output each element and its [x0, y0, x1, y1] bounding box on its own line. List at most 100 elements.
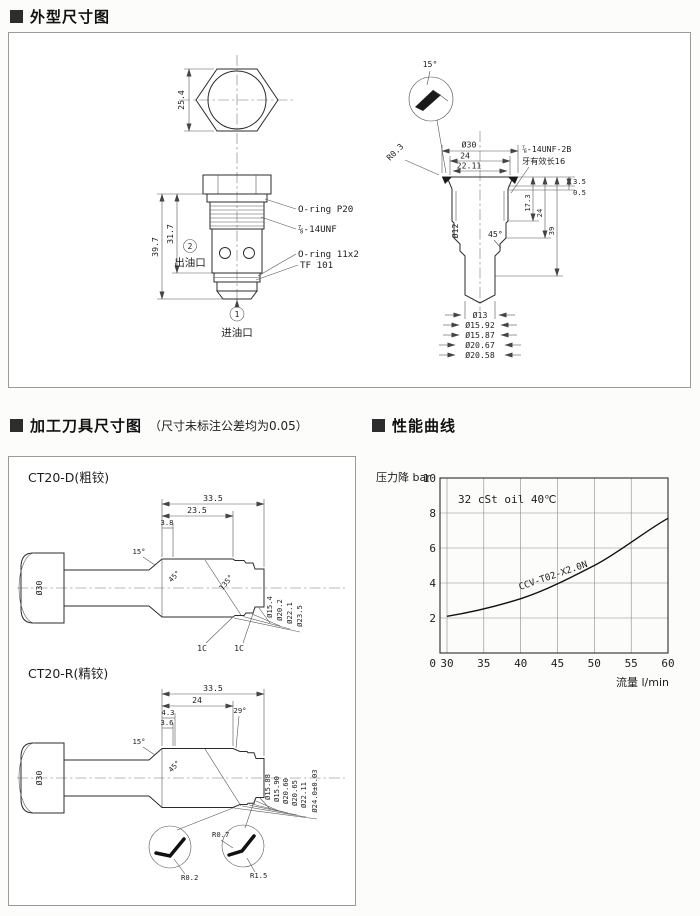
performance-chart-area: 压力降 bar 10 8 6 4 2 0 32 cSt oil 40℃ CCV-… — [372, 460, 694, 710]
performance-chart: 压力降 bar 10 8 6 4 2 0 32 cSt oil 40℃ CCV-… — [376, 470, 675, 689]
dim-len-43: 4.3 — [162, 708, 175, 717]
tool-drawings: CT20-D(粗铰) Ø30 33.5 23.5 3.8 15° 45° 135… — [17, 470, 345, 882]
dim-r15: R1.5 — [250, 871, 267, 880]
tool-shank — [20, 552, 65, 624]
dim-len-36: 3.6 — [161, 718, 174, 727]
dim-width-2211: 22.11 — [457, 161, 482, 171]
cavity-profile-left — [446, 176, 481, 304]
dim-total-length: 39.7 — [150, 237, 160, 257]
dim-shank-dia: Ø30 — [34, 771, 44, 786]
dim-dia-235: Ø23.5 — [295, 605, 304, 627]
hex-inscribed-circle — [207, 70, 267, 130]
x-tick-60: 60 — [661, 657, 674, 670]
dim-angle-45: 45° — [166, 758, 182, 774]
callout-oring-p20: O-ring P20 — [298, 204, 353, 215]
section-title: 性能曲线 — [392, 417, 457, 435]
dim-body-length: 31.7 — [165, 224, 175, 244]
port2-balloon — [183, 239, 197, 253]
outlet-port-hole — [243, 247, 255, 259]
y-tick-10: 10 — [423, 472, 436, 485]
dim-dia-1592: Ø15.92 — [465, 320, 495, 330]
tolerance-note: （尺寸未标注公差均为0.05） — [149, 419, 308, 433]
dim-dia-221: Ø22.1 — [285, 602, 294, 624]
hex-outline — [195, 68, 279, 132]
dim-len-24: 24 — [192, 695, 202, 705]
cutter-profile — [148, 748, 265, 808]
section-title: 加工刀具尺寸图 — [30, 417, 143, 435]
dim-chamfer-angle: 15° — [423, 59, 438, 69]
x-tick-55: 55 — [625, 657, 638, 670]
tool-name-ct20r: CT20-R(精铰) — [28, 666, 108, 681]
dim-dia-12: Ø12 — [450, 224, 460, 239]
dim-angle-29: 29° — [234, 706, 247, 715]
dim-len-335: 33.5 — [203, 493, 223, 503]
y-tick-6: 6 — [429, 542, 436, 555]
valve-front-view: 39.7 31.7 2 出油口 O-ring P20 ⅞-14UNF O-rin… — [150, 174, 359, 339]
dim-depth-39: 39 — [547, 227, 556, 236]
dim-dia-1587: Ø15.87 — [465, 330, 495, 340]
curve-section-header: 性能曲线 — [372, 415, 456, 436]
detail-balloon-right — [221, 824, 265, 868]
outlet-port-hole — [219, 247, 231, 259]
y-tick-8: 8 — [429, 507, 436, 520]
port1-label: 进油口 — [221, 326, 253, 339]
origin-tick-0: 0 — [429, 657, 436, 670]
dim-angle-15: 15° — [133, 737, 146, 746]
callout-oring-11x2: O-ring 11x2 — [298, 249, 359, 260]
dim-shank-dia: Ø30 — [34, 581, 44, 596]
detail-balloon — [408, 76, 454, 122]
cutter-profile — [148, 558, 265, 618]
x-tick-50: 50 — [588, 657, 601, 670]
dim-depth-173: 17.3 — [523, 194, 532, 211]
dim-dia-1590: Ø15.90 — [272, 776, 281, 802]
tool-ct20d: CT20-D(粗铰) Ø30 33.5 23.5 3.8 15° 45° 135… — [17, 470, 345, 653]
x-tick-45: 45 — [551, 657, 564, 670]
outline-drawing: 25.4 39.7 — [150, 55, 586, 360]
x-tick-35: 35 — [477, 657, 490, 670]
port1-balloon — [229, 306, 245, 322]
tool-ct20r: CT20-R(精铰) Ø30 33.5 24 4.3 3.6 29° — [17, 666, 345, 882]
section-title: 外型尺寸图 — [30, 8, 111, 26]
tool-name-ct20d: CT20-D(粗铰) — [28, 470, 109, 485]
oil-condition-note: 32 cSt oil 40℃ — [458, 493, 556, 506]
y-tick-2: 2 — [429, 612, 436, 625]
dim-dia-240: Ø24.0±0.03 — [310, 769, 319, 812]
outline-section-header: 外型尺寸图 — [10, 6, 110, 27]
dim-depth-05: 0.5 — [573, 188, 586, 197]
dim-angle-15: 15° — [133, 547, 146, 556]
x-axis-label: 流量 l/min — [616, 675, 669, 689]
dim-dia-2067: Ø20.67 — [465, 340, 495, 350]
dim-width-24: 24 — [460, 151, 470, 161]
dim-r07: R0.7 — [212, 830, 229, 839]
cavity-profile-right — [479, 176, 514, 304]
dim-depth-35: 3.5 — [573, 177, 586, 186]
dim-r02: R0.2 — [181, 873, 198, 882]
dim-chamfer-1c-left: 1C — [197, 643, 207, 653]
dim-dia-2058: Ø20.58 — [465, 350, 495, 360]
dim-dia-2060: Ø20.60 — [281, 778, 290, 804]
nose-chamfer — [216, 290, 258, 300]
callout-backup-ring: TF 101 — [300, 260, 333, 271]
hex-top-view: 25.4 — [176, 55, 295, 306]
x-tick-30: 30 — [440, 657, 453, 670]
curve-series-label: CCV-T02-X2.0N — [517, 559, 589, 593]
dim-corner-radius: R0.3 — [384, 141, 405, 162]
detail-balloon-left — [148, 825, 192, 869]
dim-dia-top: Ø30 — [462, 140, 477, 150]
port2-label: 出油口 — [174, 256, 206, 269]
port2-number: 2 — [188, 241, 193, 251]
y-tick-4: 4 — [429, 577, 436, 590]
x-tick-40: 40 — [514, 657, 527, 670]
section-marker-icon — [10, 10, 23, 23]
cavity-section-view: 15° R0.3 Ø30 24 22.11 ⅞-14UNF-2B 牙有效长16 — [384, 59, 586, 360]
y-axis-label: 压力降 bar — [376, 470, 431, 484]
dim-seat-angle: 45° — [488, 229, 503, 239]
dim-len-235: 23.5 — [187, 505, 207, 515]
tools-section-header: 加工刀具尺寸图 （尺寸未标注公差均为0.05） — [10, 415, 308, 436]
dim-len-38: 3.8 — [161, 518, 174, 527]
dim-dia-154: Ø15.4 — [265, 596, 274, 618]
dim-across-flats: 25.4 — [176, 90, 186, 110]
pressure-drop-curve — [446, 517, 669, 617]
dim-angle-135: 135° — [217, 573, 235, 592]
